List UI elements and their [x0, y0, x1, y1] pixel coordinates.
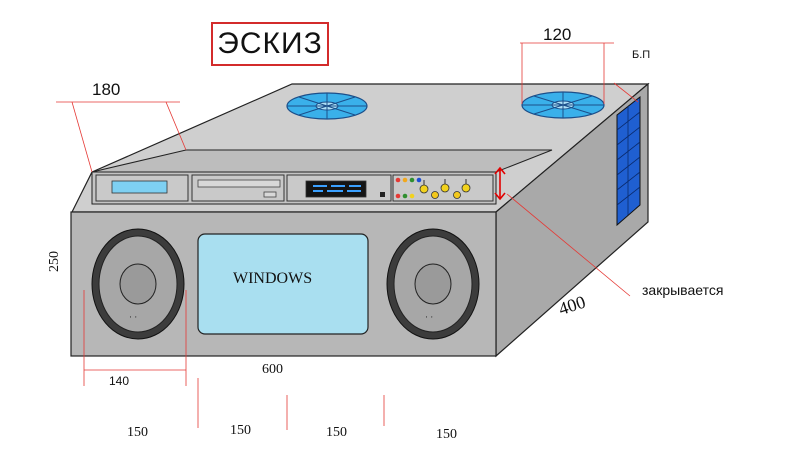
receiver-led	[313, 190, 323, 192]
speaker-dots: · ·	[425, 312, 433, 322]
dim-speaker-width: 140	[109, 374, 130, 388]
label-power-supply: Б.П	[632, 49, 651, 61]
indicator-light	[409, 177, 415, 183]
psu-grille-lines	[616, 106, 641, 215]
sketch-title: ЭСКИЗ	[217, 27, 323, 60]
knob	[440, 183, 450, 193]
indicator-light	[409, 193, 415, 199]
dim-top-width: 180	[92, 80, 121, 99]
lcd-display	[111, 180, 168, 194]
knob	[419, 184, 429, 194]
receiver-led	[327, 190, 343, 192]
dim-fan-width: 120	[543, 25, 572, 44]
receiver-led	[349, 185, 361, 187]
jack-socket	[431, 191, 439, 199]
knob	[461, 183, 471, 193]
fan-left-blades	[287, 93, 367, 119]
speaker-left-center	[119, 263, 157, 305]
dim-bottom-4: 150	[436, 427, 457, 442]
speaker-right-center	[414, 263, 452, 305]
label-closes: закрывается	[642, 282, 724, 298]
psu-grille	[616, 95, 641, 227]
receiver-display	[305, 180, 367, 198]
indicator-light	[402, 177, 408, 183]
receiver-indicator	[380, 192, 385, 197]
title-box: ЭСКИЗ	[211, 22, 329, 66]
dim-bottom-2: 150	[230, 423, 251, 438]
receiver-led	[313, 185, 327, 187]
disc-drive-slot	[197, 179, 281, 188]
closes-arrow	[494, 166, 506, 201]
disc-drive-button	[263, 191, 277, 198]
dim-front-width: 600	[262, 362, 283, 377]
indicator-light	[402, 193, 408, 199]
dim-height: 250	[47, 251, 62, 272]
speaker-dots: · ·	[129, 312, 137, 322]
dimension-lines	[56, 42, 639, 430]
indicator-light	[395, 193, 401, 199]
indicator-light	[416, 177, 422, 183]
receiver-led	[331, 185, 345, 187]
dim-bottom-1: 150	[127, 425, 148, 440]
screen-label: WINDOWS	[233, 270, 313, 287]
fan-right-blades	[522, 92, 604, 118]
screen	[197, 233, 369, 335]
jack-socket	[453, 191, 461, 199]
indicator-light	[395, 177, 401, 183]
dim-bottom-3: 150	[326, 425, 347, 440]
receiver-led	[347, 190, 361, 192]
